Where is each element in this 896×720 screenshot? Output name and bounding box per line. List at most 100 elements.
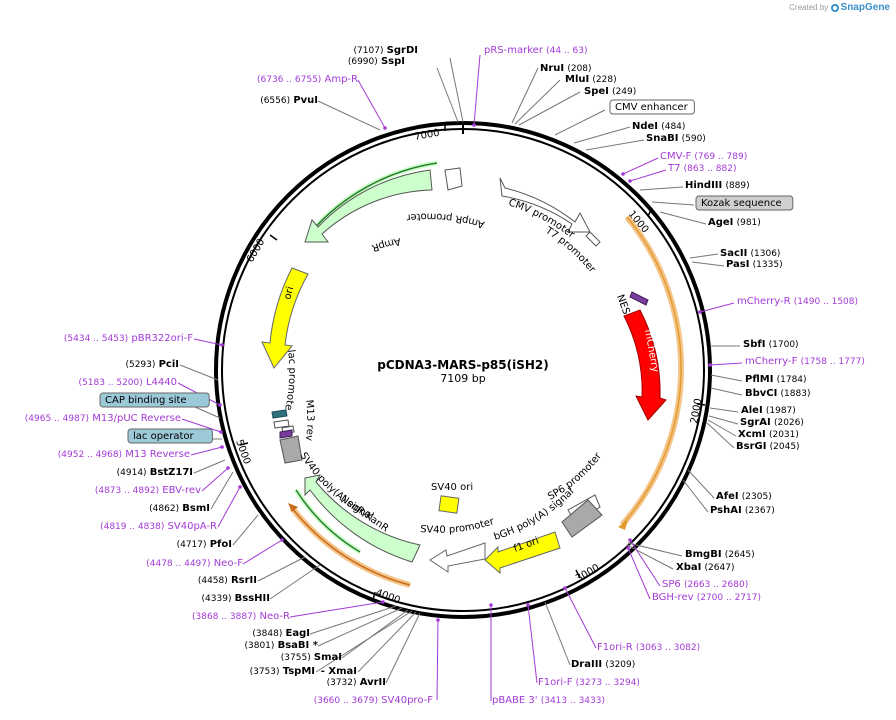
primer-F1oriF[interactable]: F1ori-F (3273 .. 3294): [538, 677, 640, 688]
site-PshAI[interactable]: PshAI (2367): [710, 505, 775, 516]
feature-lac-promoter[interactable]: [273, 419, 290, 429]
orf-neo-green-line: [295, 489, 361, 553]
leader-BstZ17I: [193, 459, 226, 474]
site-SpeI[interactable]: SpeI (249): [584, 86, 636, 97]
box-lacop[interactable]: lac operator: [127, 428, 213, 444]
label-text-BssHII: (4339) BssHII: [202, 593, 270, 604]
site-DraIII[interactable]: DraIII (3209): [571, 659, 635, 670]
site-BssHII[interactable]: (4339) BssHII: [202, 593, 270, 604]
primer-SP6[interactable]: SP6 (2663 .. 2680): [662, 579, 748, 590]
site-HindIII[interactable]: HindIII (889): [685, 180, 750, 191]
primer-mChR[interactable]: mCherry-R (1490 .. 1508): [737, 296, 858, 307]
label-name-EagI: EagI: [286, 628, 310, 639]
site-AleI[interactable]: AleI (1987): [741, 405, 796, 416]
label-name-XcmI: XcmI: [738, 429, 766, 440]
site-SbfI[interactable]: SbfI (1700): [743, 339, 799, 350]
site-BmgBI[interactable]: BmgBI (2645): [685, 549, 755, 560]
primer-F1oriR[interactable]: F1ori-R (3063 .. 3082): [597, 642, 700, 653]
primer-M13pUC[interactable]: (4965 .. 4987) M13/pUC Reverse: [25, 413, 181, 424]
site-AgeI[interactable]: AgeI (981): [708, 217, 761, 228]
site-BsrGI[interactable]: BsrGI (2045): [736, 441, 800, 452]
primer-L4440[interactable]: (5183 .. 5200) L4440: [79, 377, 178, 388]
feature-nes[interactable]: [629, 291, 649, 306]
primer-pRS[interactable]: pRS-marker (44 .. 63): [484, 45, 588, 56]
site-BbvCI[interactable]: BbvCI (1883): [745, 388, 810, 399]
site-BsaBI[interactable]: (3801) BsaBI *: [244, 640, 318, 651]
site-PciI[interactable]: (5293) PciI: [125, 359, 179, 370]
site-PfoI[interactable]: (4717) PfoI: [177, 539, 232, 550]
site-SspI[interactable]: (6990) SspI: [348, 56, 405, 67]
label-text-BsrGI: BsrGI (2045): [736, 441, 800, 452]
feature-sv40-promoter[interactable]: [429, 542, 486, 573]
site-SgrAI[interactable]: SgrAI (2026): [740, 417, 804, 428]
site-BstZ17I[interactable]: (4914) BstZ17I: [117, 467, 193, 478]
site-NruI[interactable]: NruI (208): [540, 63, 592, 74]
feature-label-nes: NES: [614, 293, 631, 316]
primer-pBABE[interactable]: pBABE 3' (3413 .. 3433): [492, 695, 605, 706]
site-PvuI[interactable]: (6556) PvuI: [260, 95, 318, 106]
site-EagI[interactable]: (3848) EagI: [252, 628, 310, 639]
label-name-MluI: MluI: [565, 74, 589, 85]
feature-lac-operator[interactable]: [279, 429, 293, 439]
box-bg-CAP: [99, 392, 210, 408]
site-AvrII[interactable]: (3732) AvrII: [327, 677, 386, 688]
site-SacII[interactable]: SacII (1306): [720, 248, 780, 259]
leader-AleI: [709, 407, 739, 413]
site-SgrDI[interactable]: (7107) SgrDI: [354, 45, 418, 56]
site-TspMI[interactable]: (3753) TspMI: [250, 666, 315, 677]
feature-bgh-polya[interactable]: [561, 499, 603, 538]
label-text-pBR322: (5434 .. 5453) pBR322ori-F: [64, 333, 193, 344]
primer-EBVrev[interactable]: (4873 .. 4892) EBV-rev: [95, 485, 201, 496]
primer-pBR322[interactable]: (5434 .. 5453) pBR322ori-F: [64, 333, 193, 344]
box-CMVenh[interactable]: CMV enhancer: [609, 99, 695, 115]
primer-CMVF[interactable]: CMV-F (769 .. 789): [660, 151, 747, 162]
feature-ori[interactable]: [261, 267, 309, 369]
leader-F1oriF: [527, 604, 538, 684]
primer-NeoR[interactable]: (3868 .. 3887) Neo-R: [192, 611, 290, 622]
label-text-PfoI: (4717) PfoI: [177, 539, 232, 550]
feature-ampr-promoter[interactable]: [444, 167, 463, 191]
site-NdeI[interactable]: NdeI (484): [632, 121, 685, 132]
feature-sv40-polya[interactable]: [279, 435, 303, 464]
feature-neor-kanr[interactable]: [304, 474, 421, 563]
feature-t7-promoter[interactable]: [585, 231, 601, 247]
feature-cap-binding[interactable]: [271, 409, 288, 419]
leader-SpeI: [518, 91, 581, 126]
feature-mcherry[interactable]: [623, 309, 667, 421]
site-SnaBI[interactable]: SnaBI (590): [646, 133, 706, 144]
box-Kozak[interactable]: Kozak sequence: [695, 195, 794, 211]
primer-SV40proF[interactable]: (3660 .. 3679) SV40pro-F: [314, 695, 434, 706]
label-name-SbfI: SbfI: [743, 339, 765, 350]
label-text-SP6: SP6 (2663 .. 2680): [662, 579, 748, 590]
tick-2000: 2000: [689, 398, 704, 425]
site-PasI[interactable]: PasI (1335): [726, 259, 783, 270]
label-name-AvrII: AvrII: [360, 677, 386, 688]
feature-sv40-ori[interactable]: [438, 495, 460, 514]
site-PflMI[interactable]: PflMI (1784): [745, 374, 807, 385]
feature-ampr[interactable]: [304, 169, 433, 243]
box-CAP[interactable]: CAP binding site: [99, 392, 210, 408]
site-SmaI[interactable]: (3755) SmaI: [281, 652, 342, 663]
credit-brand: SnapGene: [840, 2, 890, 13]
site-XbaI[interactable]: XbaI (2647): [676, 562, 734, 573]
primer-mChF[interactable]: mCherry-F (1758 .. 1777): [745, 356, 865, 367]
site-RsrII[interactable]: (4458) RsrII: [198, 575, 257, 586]
label-name-SgrAI: SgrAI: [740, 417, 771, 428]
primer-M13Rev[interactable]: (4952 .. 4968) M13 Reverse: [58, 449, 190, 460]
site-MluI[interactable]: MluI (228): [565, 74, 617, 85]
primer-NeoF[interactable]: (4478 .. 4497) Neo-F: [146, 558, 243, 569]
primer-SV40pAR[interactable]: (4819 .. 4838) SV40pA-R: [100, 521, 217, 532]
callout-labels: (7107) SgrDI(6990) SspI pRS-marker (44 ..…: [25, 45, 865, 706]
primer-AmpRprimer[interactable]: (6736 .. 6755) Amp-R: [257, 74, 358, 85]
primer-marker-SV40proF: [436, 618, 440, 622]
primer-marker-pBABE: [489, 603, 493, 607]
site-XmaI[interactable]: - XmaI: [321, 666, 357, 677]
site-BsmI[interactable]: (4862) BsmI: [149, 503, 210, 514]
orf-mcherry-arc-line: [621, 216, 682, 526]
site-XcmI[interactable]: XcmI (2031): [738, 429, 799, 440]
primer-BGHrev[interactable]: BGH-rev (2700 .. 2717): [652, 592, 761, 603]
feature-f1-ori[interactable]: [484, 531, 561, 575]
site-AfeI[interactable]: AfeI (2305): [716, 491, 772, 502]
primer-T7[interactable]: T7 (863 .. 882): [667, 163, 737, 174]
label-pos-SV40proF: (3660 .. 3679): [314, 696, 378, 706]
